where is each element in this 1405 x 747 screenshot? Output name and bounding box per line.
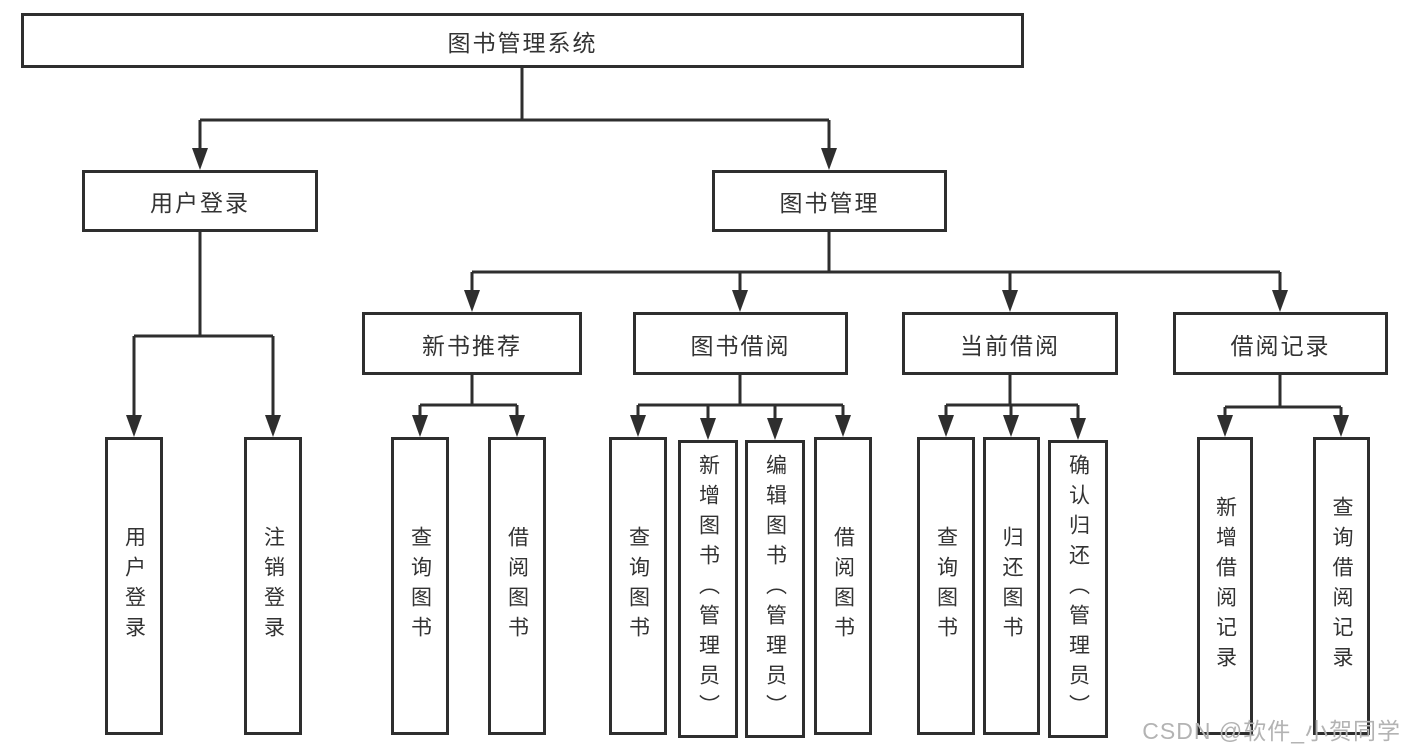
leaf-br-add-record: 新增借阅记录: [1197, 437, 1253, 735]
leaf-user-logout-label: 注销登录: [261, 526, 285, 646]
leaf-br-query-record: 查询借阅记录: [1313, 437, 1370, 735]
leaf-user-logout: 注销登录: [244, 437, 302, 735]
leaf-user-login-label: 用户登录: [122, 526, 146, 646]
leaf-cb-return-book-label: 归还图书: [1000, 526, 1023, 646]
node-borrow-record: 借阅记录: [1173, 312, 1388, 375]
node-book-management: 图书管理: [712, 170, 947, 232]
leaf-nb-query-book-label: 查询图书: [408, 526, 432, 646]
node-borrow-record-label: 借阅记录: [1230, 332, 1331, 359]
leaf-bb-edit-book-admin-label: 编辑图书（管理员）: [763, 454, 787, 724]
leaf-br-add-record-label: 新增借阅记录: [1213, 496, 1237, 676]
leaf-bb-query-book: 查询图书: [609, 437, 667, 735]
node-user-login-label: 用户登录: [150, 190, 250, 216]
leaf-bb-query-book-label: 查询图书: [626, 526, 650, 646]
leaf-nb-borrow-book: 借阅图书: [488, 437, 546, 735]
node-current-borrow-label: 当前借阅: [960, 332, 1060, 359]
node-book-borrow: 图书借阅: [633, 312, 848, 375]
leaf-nb-query-book: 查询图书: [391, 437, 449, 735]
node-new-book-recommend: 新书推荐: [362, 312, 582, 375]
leaf-bb-add-book-admin: 新增图书（管理员）: [678, 440, 738, 738]
node-book-management-label: 图书管理: [779, 190, 880, 216]
node-book-borrow-label: 图书借阅: [690, 332, 791, 359]
leaf-br-query-record-label: 查询借阅记录: [1330, 496, 1353, 676]
leaf-nb-borrow-book-label: 借阅图书: [505, 526, 529, 646]
leaf-user-login: 用户登录: [105, 437, 163, 735]
leaf-cb-return-book: 归还图书: [983, 437, 1040, 735]
leaf-bb-borrow-book-label: 借阅图书: [831, 526, 855, 646]
node-root: 图书管理系统: [21, 13, 1024, 68]
node-current-borrow: 当前借阅: [902, 312, 1118, 375]
node-user-login: 用户登录: [82, 170, 318, 232]
leaf-bb-add-book-admin-label: 新增图书（管理员）: [696, 454, 720, 724]
leaf-cb-confirm-return-admin: 确认归还（管理员）: [1048, 440, 1108, 738]
leaf-cb-query-book: 查询图书: [917, 437, 975, 735]
leaf-cb-query-book-label: 查询图书: [934, 526, 958, 646]
leaf-bb-edit-book-admin: 编辑图书（管理员）: [745, 440, 805, 738]
node-new-book-recommend-label: 新书推荐: [422, 332, 522, 359]
watermark-text: CSDN @软件_小贺同学: [1142, 718, 1401, 744]
leaf-cb-confirm-return-admin-label: 确认归还（管理员）: [1066, 454, 1090, 724]
node-root-label: 图书管理系统: [447, 29, 598, 56]
leaf-bb-borrow-book: 借阅图书: [814, 437, 872, 735]
